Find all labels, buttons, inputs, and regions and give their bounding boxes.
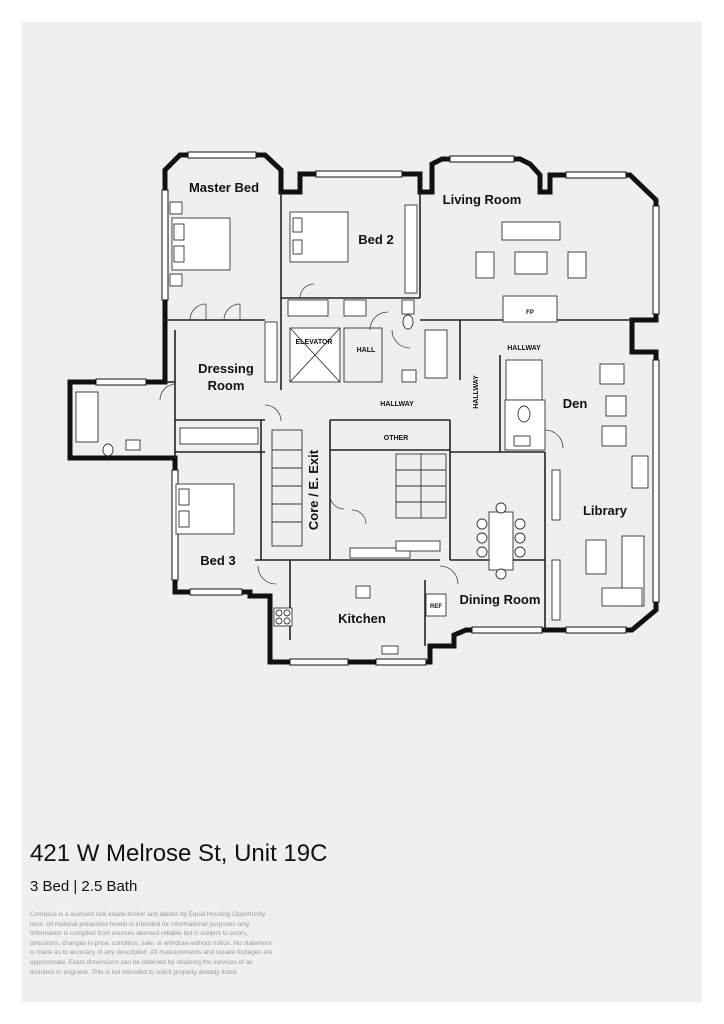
label-bed-3: Bed 3 (200, 553, 235, 568)
doors (159, 283, 564, 585)
room-labels: Master Bed Bed 2 Living Room Dressing Ro… (189, 180, 628, 626)
label-hallway-vertical: HALLWAY (473, 375, 480, 409)
label-other: OTHER (384, 435, 409, 442)
label-master-bed: Master Bed (189, 180, 259, 195)
furniture (75, 201, 649, 655)
label-core-exit: Core / E. Exit (306, 449, 321, 530)
windows (95, 151, 660, 666)
listing-address: 421 W Melrose St, Unit 19C (30, 840, 328, 867)
listing-disclaimer: Compass is a licensed real estate broker… (30, 911, 273, 976)
label-refrigerator: REF (430, 604, 442, 610)
label-hall: HALL (357, 347, 376, 354)
label-hallway-main: HALLWAY (380, 401, 414, 408)
label-elevator: ELEVATOR (296, 339, 333, 346)
label-den: Den (563, 396, 588, 411)
small-labels: ELEVATOR HALL HALLWAY HALLWAY HALLWAY OT… (296, 310, 542, 610)
interior-walls (165, 192, 632, 646)
label-library: Library (583, 503, 628, 518)
listing-bed-bath: 3 Bed | 2.5 Bath (30, 878, 138, 895)
floorplan-sheet (22, 22, 702, 1002)
label-dressing-room-line2: Room (208, 378, 245, 393)
label-living-room: Living Room (443, 192, 522, 207)
label-kitchen: Kitchen (338, 611, 386, 626)
label-hallway-upper: HALLWAY (507, 345, 541, 352)
label-bed-2: Bed 2 (358, 232, 393, 247)
label-dining-room: Dining Room (460, 592, 541, 607)
label-dressing-room-line1: Dressing (198, 361, 254, 376)
label-fireplace: FP (526, 310, 534, 316)
